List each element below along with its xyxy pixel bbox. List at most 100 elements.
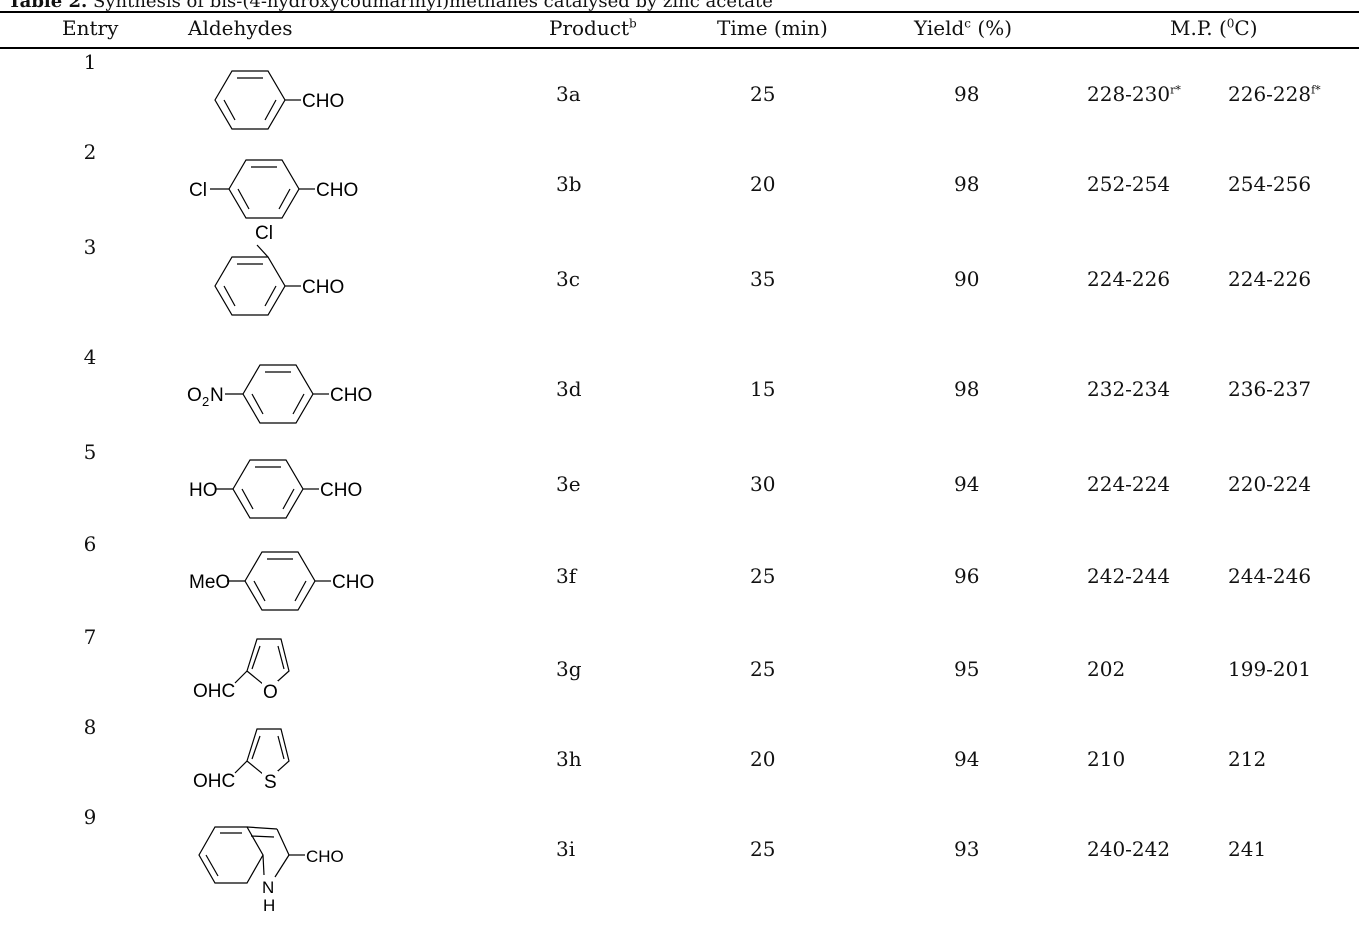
mp-literature: 220-224: [1228, 472, 1312, 496]
mp-literature: 212: [1228, 747, 1267, 771]
mp-literature: 241: [1228, 837, 1267, 861]
product-code: 3b: [556, 172, 582, 196]
entry-number: 1: [83, 50, 97, 74]
mp-found: 228-230r*: [1087, 82, 1181, 106]
time-value: 25: [750, 837, 776, 861]
entry-number: 8: [83, 715, 97, 739]
svg-text:MeO: MeO: [189, 572, 230, 593]
svg-text:CHO: CHO: [302, 277, 344, 298]
svg-text:CHO: CHO: [330, 385, 372, 406]
entry-number: 5: [83, 440, 97, 464]
entry-number: 4: [83, 345, 97, 369]
header-yield: Yieldc (%): [914, 16, 1012, 40]
table-row: 9 CHO N H 3i 25 93 240-242 241: [0, 805, 1359, 915]
top-rule: [0, 11, 1359, 13]
svg-text:2: 2: [202, 394, 209, 409]
svg-text:Cl: Cl: [189, 180, 207, 201]
header-aldehydes: Aldehydes: [188, 16, 293, 40]
entry-number: 7: [83, 625, 97, 649]
svg-text:O: O: [187, 385, 202, 406]
mp-found: 202: [1087, 657, 1126, 681]
svg-text:OHC: OHC: [193, 681, 235, 702]
table-row: 8 OHC S 3h 20 94 210 212: [0, 715, 1359, 805]
yield-value: 94: [954, 747, 980, 771]
time-value: 20: [750, 747, 776, 771]
time-value: 25: [750, 657, 776, 681]
table-row: 7 OHC O 3g 25 95 202 199-201: [0, 625, 1359, 715]
yield-value: 98: [954, 172, 980, 196]
table-row: 1 CHO 3a 25 98 228-230r* 226-228f*: [0, 50, 1359, 140]
svg-text:CHO: CHO: [306, 847, 344, 866]
entry-number: 3: [83, 235, 97, 259]
svg-text:Cl: Cl: [255, 223, 273, 244]
svg-text:H: H: [263, 896, 275, 915]
yield-value: 96: [954, 564, 980, 588]
yield-value: 94: [954, 472, 980, 496]
mp-found: 210: [1087, 747, 1126, 771]
mp-found: 252-254: [1087, 172, 1171, 196]
yield-value: 98: [954, 82, 980, 106]
svg-text:CHO: CHO: [316, 180, 358, 201]
table-caption-label: Table 2.: [8, 0, 88, 12]
product-code: 3c: [556, 267, 580, 291]
mp-found: 232-234: [1087, 377, 1171, 401]
product-code: 3h: [556, 747, 582, 771]
table-header: Entry Aldehydes Productb Time (min) Yiel…: [0, 14, 1359, 46]
product-code: 3e: [556, 472, 581, 496]
svg-text:N: N: [210, 385, 224, 406]
product-code: 3d: [556, 377, 582, 401]
yield-value: 93: [954, 837, 980, 861]
mp-literature: 226-228f*: [1228, 82, 1321, 106]
mp-found: 242-244: [1087, 564, 1171, 588]
table-row: 3 Cl CHO 3c 35 90 224-226 224-226: [0, 223, 1359, 325]
4-nitrobenzaldehyde-structure: O 2 N CHO: [187, 364, 372, 424]
header-product: Productb: [549, 16, 637, 40]
svg-text:N: N: [262, 878, 274, 897]
indole-carboxaldehyde-structure: CHO N H: [198, 826, 344, 915]
table-row: 6 MeO CHO 3f 25 96 242-244 244-246: [0, 532, 1359, 622]
header-rule: [0, 47, 1359, 49]
mp-found: 224-224: [1087, 472, 1171, 496]
product-code: 3f: [556, 564, 577, 588]
product-code: 3a: [556, 82, 581, 106]
table-caption-text: Synthesis of bis-(4-hydroxycoumarinyl)me…: [93, 0, 773, 12]
svg-text:CHO: CHO: [320, 480, 362, 501]
table-caption: Table 2. Synthesis of bis-(4-hydroxycoum…: [8, 0, 773, 12]
thiophene-carboxaldehyde-structure: OHC S: [193, 728, 290, 793]
mp-found: 240-242: [1087, 837, 1171, 861]
svg-text:CHO: CHO: [332, 572, 374, 593]
time-value: 25: [750, 564, 776, 588]
4-methoxybenzaldehyde-structure: MeO CHO: [189, 551, 374, 611]
svg-text:HO: HO: [189, 480, 218, 501]
svg-text:CHO: CHO: [302, 91, 344, 112]
svg-text:O: O: [263, 682, 278, 703]
mp-literature: 224-226: [1228, 267, 1312, 291]
4-chlorobenzaldehyde-structure: Cl CHO: [189, 159, 358, 219]
4-hydroxybenzaldehyde-structure: HO CHO: [189, 459, 362, 519]
header-time: Time (min): [717, 16, 828, 40]
table-row: 5 HO CHO 3e 30 94 224-224 220-224: [0, 440, 1359, 530]
header-melting-point: M.P. (0C): [1170, 16, 1258, 40]
svg-text:OHC: OHC: [193, 771, 235, 792]
mp-literature: 244-246: [1228, 564, 1312, 588]
entry-number: 9: [83, 805, 97, 829]
entry-number: 6: [83, 532, 97, 556]
time-value: 30: [750, 472, 776, 496]
furfural-structure: OHC O: [193, 638, 290, 703]
yield-value: 98: [954, 377, 980, 401]
yield-value: 90: [954, 267, 980, 291]
mp-literature: 199-201: [1228, 657, 1312, 681]
svg-text:S: S: [264, 772, 277, 793]
mp-literature: 254-256: [1228, 172, 1312, 196]
entry-number: 2: [83, 140, 97, 164]
table-row: 2 Cl CHO 3b 20 98 252-254 254-256: [0, 140, 1359, 230]
benzaldehyde-structure: CHO: [214, 70, 344, 130]
header-entry: Entry: [62, 16, 119, 40]
time-value: 20: [750, 172, 776, 196]
mp-literature: 236-237: [1228, 377, 1312, 401]
product-code: 3i: [556, 837, 576, 861]
time-value: 15: [750, 377, 776, 401]
product-code: 3g: [556, 657, 582, 681]
yield-value: 95: [954, 657, 980, 681]
table-row: 4 O 2 N CHO 3d 15 98 232-234 236-237: [0, 345, 1359, 435]
